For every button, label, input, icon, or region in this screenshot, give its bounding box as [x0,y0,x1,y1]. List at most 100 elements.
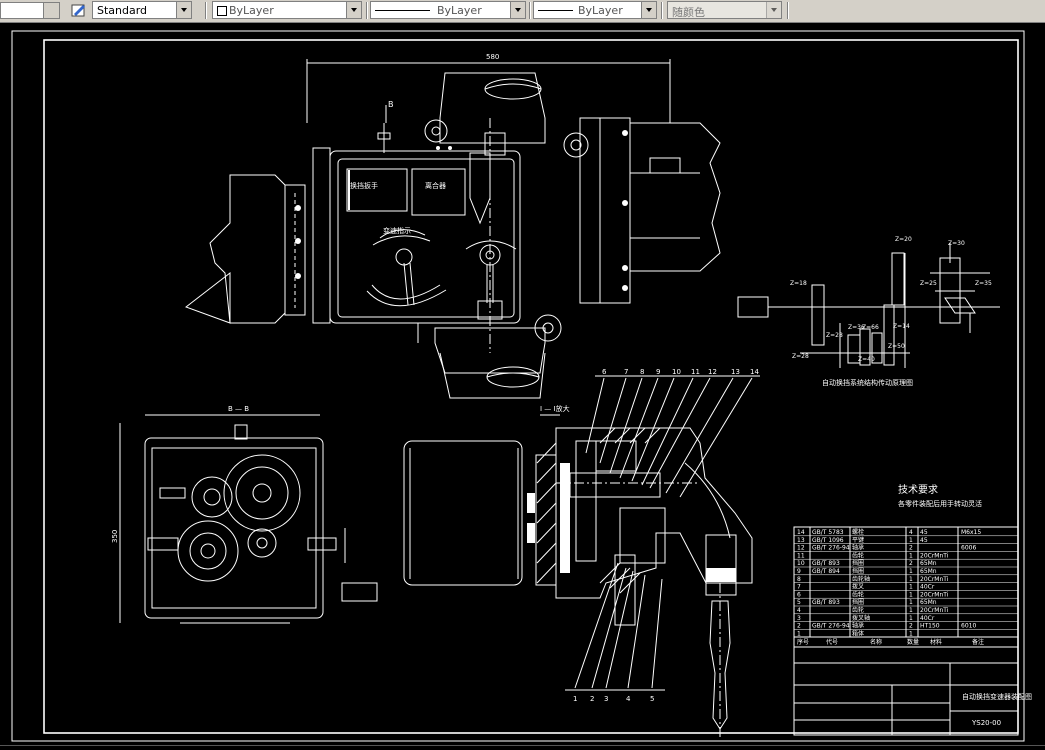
color-swatch-icon [217,6,227,16]
bom-cell-no: 6 [797,591,801,598]
bom-cell-code: GB/T 894 [812,568,840,575]
chevron-down-icon[interactable] [766,2,781,18]
bom-cell-code: GB/T 893 [812,560,840,567]
callout-number: 6 [602,368,607,376]
leftover-dropdown[interactable] [0,2,60,19]
front-view [184,59,721,399]
chevron-down-icon[interactable] [43,3,59,18]
bom-cell-qty: 1 [909,576,913,583]
section-view-bb [119,414,378,624]
view-ii-title: I — I放大 [540,404,570,413]
drawing-canvas[interactable]: 580 B 换挡扳手 离合器 变速指示 B — B I — I放大 350 自动… [0,23,1045,746]
linetype-select[interactable]: ByLayer [370,1,526,19]
toolbar-separator [529,2,531,19]
bom-cell-no: 4 [797,607,801,614]
bom-cell-code: GB/T 893 [812,599,840,606]
gear-label: Z=50 [888,343,905,350]
text-style-select[interactable]: Standard [92,1,192,19]
bom-cell-material: 40Cr [920,615,935,622]
bom-cell-name: 挡圈 [852,567,864,575]
bom-cell-qty: 1 [909,568,913,575]
callout-number: 14 [750,368,759,376]
bom-cell-code: GB/T 1096 [812,537,844,544]
line-sample-icon [538,10,573,11]
bom-cell-no: 13 [797,537,805,544]
tech-req-title: 技术要求 [898,483,938,496]
bom-cell-note: M6x15 [961,529,981,536]
hatching [536,427,661,594]
gear-label: Z=28 [826,332,843,339]
bom-cell-material: 65Mn [920,568,937,575]
bom-cell-name: 轴承 [852,544,864,552]
bolt-marks [295,130,628,291]
properties-toolbar: Standard ByLayer ByLayer ByLayer 随颜色 [0,0,1045,23]
bom-cell-no: 7 [797,584,801,591]
outer-frame [11,30,1025,742]
bom-header-cell: 备注 [972,638,984,646]
dimension-top: 580 [486,53,499,61]
view-bb-title: B — B [228,405,249,413]
callout-number: 2 [590,695,594,703]
bom-header-cell: 序号 [797,638,809,646]
bom-cell-material: 65Mn [920,599,937,606]
bom-cell-name: 挡圈 [852,598,864,606]
layer-color-value: ByLayer [229,4,274,17]
layer-color-select[interactable]: ByLayer [212,1,362,19]
bom-cell-qty: 1 [909,599,913,606]
chevron-down-icon[interactable] [176,2,191,18]
bom-header-cell: 代号 [826,638,838,646]
dial-label: 变速指示 [383,226,411,235]
chevron-down-icon[interactable] [641,2,656,18]
bom-cell-material: 20CrMnTi [920,552,949,559]
bom-cell-no: 10 [797,560,805,567]
callout-number: 10 [672,368,681,376]
text-style-value: Standard [97,4,148,17]
chevron-down-icon[interactable] [346,2,361,18]
label-box-2: 离合器 [425,181,446,190]
callout-number: 11 [691,368,700,376]
tech-req-line: 各零件装配后用手转动灵活 [898,499,982,508]
bom-cell-material: HT150 [920,623,940,630]
label-box-1: 换挡扳手 [350,181,378,190]
transmission-schematic [737,243,1000,368]
callout-number: 4 [626,695,631,703]
bom-cell-name: 挡圈 [852,559,864,567]
bom-cell-material: 45 [920,529,928,536]
bom-cell-note: 6010 [961,623,976,630]
bom-cell-name: 齿轮 [852,590,864,598]
schematic-title: 自动换挡系统结构传动原理图 [822,378,913,387]
bom-cell-code: GB/T 5783 [812,529,844,536]
toolbar-separator [205,2,207,19]
drawing-annotations: 580 B 换挡扳手 离合器 变速指示 B — B I — I放大 350 自动… [111,53,1032,727]
bom-cell-name: 拨叉轴 [852,614,870,622]
linetype-value: ByLayer [437,4,482,17]
solid-parts [348,170,736,582]
chevron-down-icon[interactable] [510,2,525,18]
bom-cell-no: 3 [797,615,801,622]
bom-cell-no: 2 [797,623,801,630]
section-mark-label: B [388,100,394,109]
bom-cell-material: 40Cr [920,584,935,591]
callout-number: 7 [624,368,628,376]
bom-cell-name: 平键 [852,536,864,544]
lineweight-select[interactable]: ByLayer [533,1,657,19]
bom-cell-material: 20CrMnTi [920,607,949,614]
toolbar-separator [661,2,663,19]
command-line[interactable] [0,745,1045,750]
text-style-icon[interactable] [70,2,88,18]
title-block [793,526,1019,736]
bom-cell-material: 20CrMnTi [920,591,949,598]
bom-cell-note: 6006 [961,545,976,552]
drawing-title: 自动换挡变速器装配图 [962,692,1032,701]
bom-cell-name: 轴承 [852,622,864,630]
plot-style-select[interactable]: 随颜色 [667,1,782,19]
bom-cell-code: GB/T 276-94 [812,545,850,552]
bom-cell-qty: 1 [909,537,913,544]
section-view-ii [403,375,760,738]
bom-header-cell: 名称 [870,638,882,646]
callout-number: 13 [731,368,740,376]
